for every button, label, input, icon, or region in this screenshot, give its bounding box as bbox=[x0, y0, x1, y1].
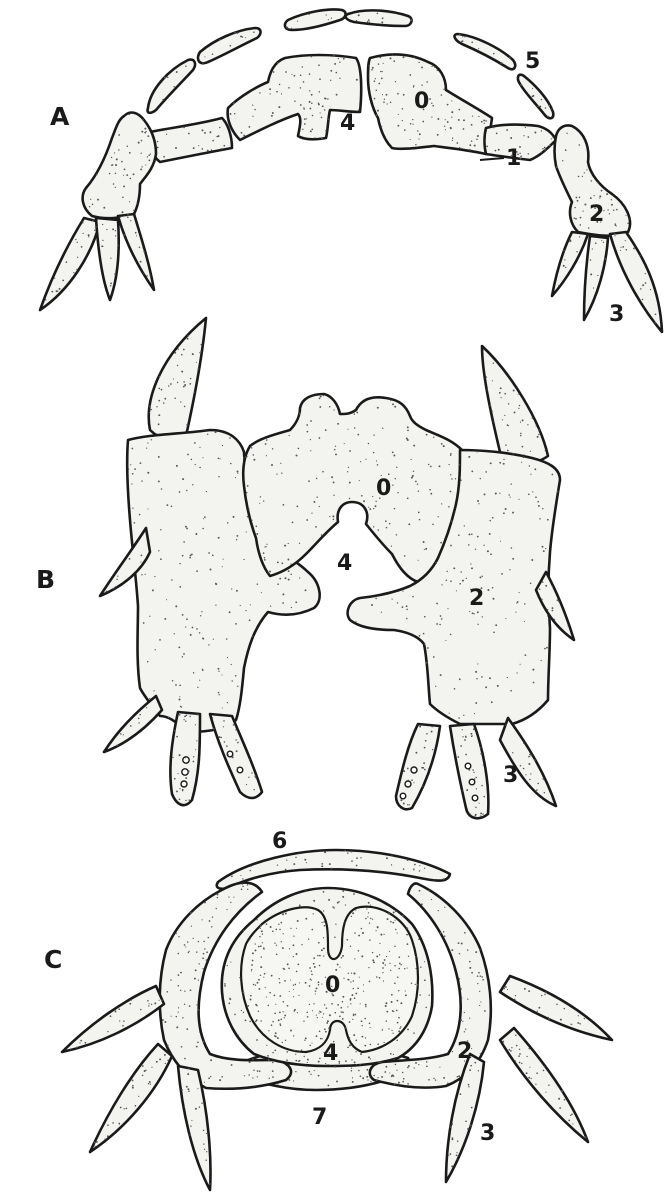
panel-b-numeral-3: 3 bbox=[503, 763, 518, 788]
panel-c-numeral-2: 2 bbox=[457, 1039, 472, 1064]
panel-b-left-top-spine bbox=[149, 318, 206, 439]
panel-a-numeral-3: 3 bbox=[609, 302, 624, 327]
panel-a-right-spines bbox=[552, 232, 662, 332]
panel-c-numeral-3: 3 bbox=[480, 1121, 495, 1146]
panel-a-numeral-0: 0 bbox=[414, 89, 429, 114]
panel-a-left-spines bbox=[40, 214, 154, 310]
panel-b-numeral-0: 0 bbox=[376, 476, 391, 501]
panel-a-numeral-4: 4 bbox=[340, 111, 355, 136]
panel-a-numeral-2: 2 bbox=[589, 202, 604, 227]
panel-b-central-plate bbox=[243, 394, 464, 582]
panel-c-numeral-0: 0 bbox=[325, 973, 340, 998]
panel-b-numeral-4: 4 bbox=[337, 551, 352, 576]
panel-c-numeral-4: 4 bbox=[323, 1041, 338, 1066]
panel-c-numeral-6: 6 bbox=[272, 829, 287, 854]
panel-c-numeral-7: 7 bbox=[312, 1105, 327, 1130]
panel-c bbox=[62, 850, 612, 1190]
panel-b-right-lower-spines bbox=[396, 724, 488, 818]
panel-a-left-segment-1 bbox=[149, 118, 232, 162]
panel-label-c: C bbox=[44, 945, 62, 974]
panel-a-central-piece-0 bbox=[368, 55, 492, 154]
panel-a-leader-1 bbox=[480, 158, 504, 160]
panel-b-left-lower-spines bbox=[170, 712, 262, 805]
panel-a-numeral-5: 5 bbox=[525, 49, 540, 74]
panel-a bbox=[40, 9, 662, 332]
panel-b-numeral-2: 2 bbox=[469, 586, 484, 611]
panel-b-right-top-spine bbox=[482, 346, 548, 463]
panel-label-b: B bbox=[36, 565, 55, 594]
panel-a-numeral-1: 1 bbox=[506, 146, 521, 171]
panel-label-a: A bbox=[50, 102, 70, 131]
